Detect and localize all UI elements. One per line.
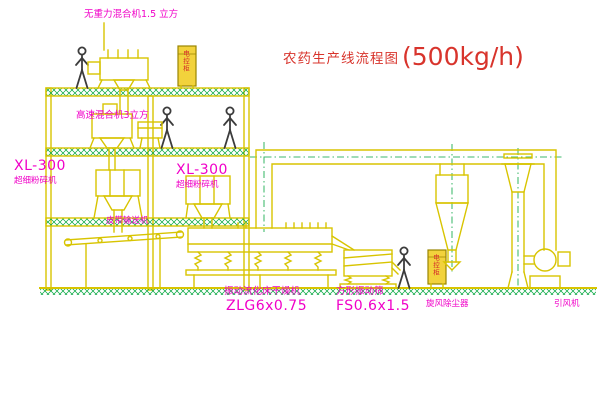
diagram-title-text: 农药生产线流程图	[283, 50, 399, 67]
feeder-unit	[137, 121, 163, 149]
person-figure	[75, 46, 89, 89]
label-mill-left-name: 超细粉碎机	[14, 176, 57, 186]
person-figure	[223, 106, 237, 149]
control-cabinet-top	[177, 45, 197, 89]
diagram-title: 农药生产线流程图 (500kg/h)	[283, 42, 524, 71]
label-cyclone: 旋风除尘器	[426, 299, 469, 309]
diagram-title-capacity: (500kg/h)	[402, 42, 524, 71]
label-high-speed-mixer: 高速混合机3立方	[76, 110, 149, 121]
cabinet-mid-text: 电控柜	[431, 254, 440, 277]
discharge-chute	[331, 235, 355, 251]
mill-left	[93, 169, 143, 233]
label-fan: 引风机	[554, 299, 580, 309]
label-mill-center-model: XL-300	[176, 162, 228, 178]
person-figure	[160, 106, 174, 149]
exhaust-stack	[501, 153, 535, 289]
label-belt-conveyor: 皮带输送机	[106, 216, 149, 226]
mill-center	[185, 175, 231, 229]
label-mill-center-name: 超细粉碎机	[176, 180, 219, 190]
belt-conveyor	[63, 230, 185, 289]
induced-draft-fan	[523, 248, 571, 289]
high-speed-mixer	[89, 103, 135, 171]
label-dryer-model: ZLG6x0.75	[226, 298, 308, 314]
exhaust-ductwork	[255, 149, 557, 251]
cabinet-top-text: 电控柜	[181, 50, 190, 73]
label-mill-left-model: XL-300	[14, 158, 66, 174]
vibrating-screen	[339, 249, 401, 289]
fluid-bed-dryer	[185, 222, 337, 289]
centerlines	[250, 142, 562, 288]
label-screen-model: FS0.6x1.5	[336, 298, 411, 314]
building-structure	[45, 87, 250, 291]
cyclone-separator	[435, 174, 469, 271]
label-screen-name: 方形振动筛	[336, 286, 384, 297]
gravity-mixer	[87, 22, 151, 115]
person-figure	[397, 246, 411, 289]
control-cabinet-mid	[427, 249, 447, 289]
ground-line	[39, 287, 597, 295]
label-gravity-mixer: 无重力混合机1.5 立方	[84, 9, 179, 20]
label-dryer-name: 振动流化床干燥机	[224, 286, 301, 297]
